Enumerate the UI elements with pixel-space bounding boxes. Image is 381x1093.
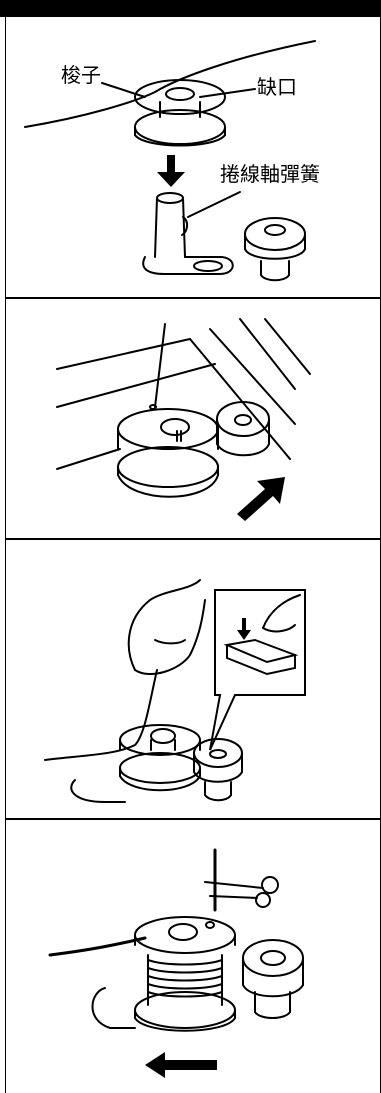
label-bobbin: 梭子 [61,65,101,85]
bobbin-top-flange [135,917,235,953]
panel-step-1: 梭子 缺口 捲線軸彈簧 [5,17,381,297]
panel-step-3 [5,540,381,818]
arrow-press-icon [237,618,251,640]
arrow-down-icon [157,155,185,187]
bobbin-hole [166,88,194,100]
label-spring: 捲線軸彈簧 [220,164,320,184]
arrow-push-icon [237,477,285,521]
bobbin-bottom-flange [118,447,218,487]
panel-step-2 [5,299,381,538]
scissors-icon [262,877,278,893]
label-notch: 缺口 [257,77,297,97]
spindle-body [155,198,185,257]
arrow-left-icon [145,1052,217,1078]
panel-2-illustration [5,299,381,538]
panel-step-4 [5,820,381,1093]
top-black-bar [0,0,381,17]
leader-notch [200,89,255,97]
panel-3-illustration [5,540,381,818]
bobbin-top-flange [118,409,218,449]
panel-1-illustration [5,17,381,297]
bobbin-top-flange [135,80,225,114]
thread-line [155,324,165,407]
spindle-base [143,257,233,274]
panel-4-illustration [5,820,381,1093]
spindle-top [157,193,183,203]
bobbin-bottom-flange [135,110,225,144]
leader-spring [188,192,240,217]
thread-line [45,670,157,760]
